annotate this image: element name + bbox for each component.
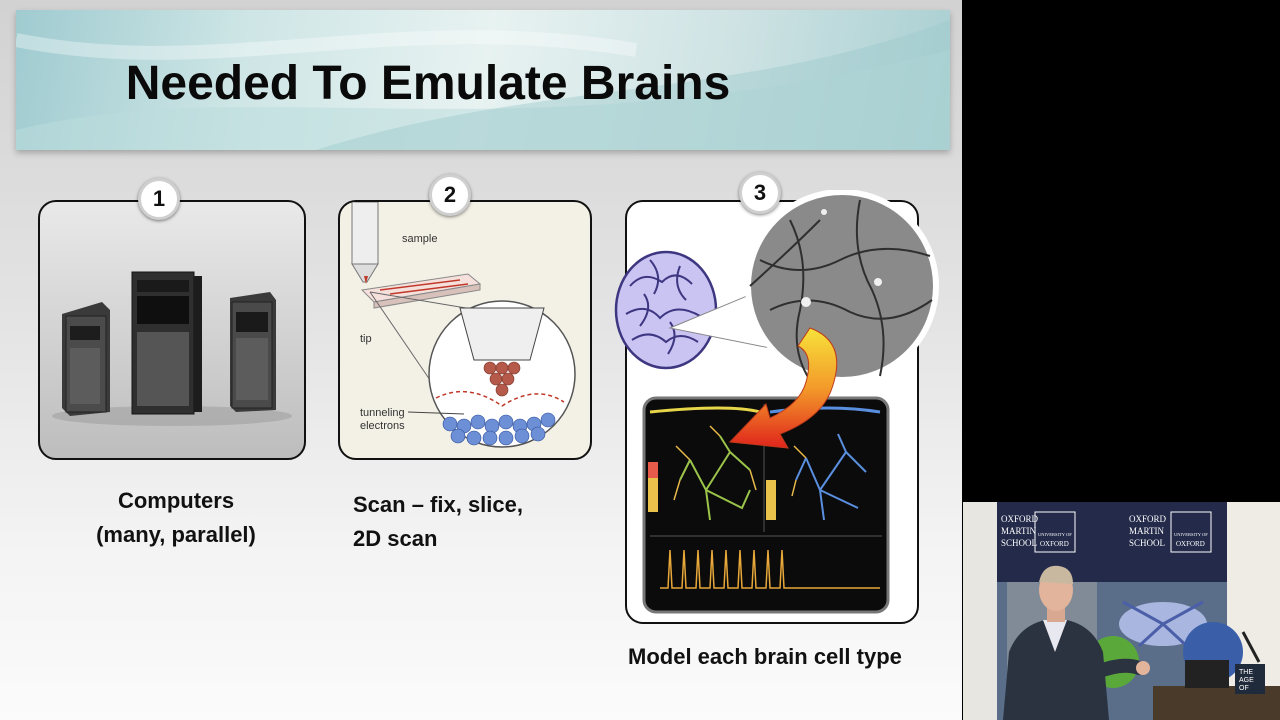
book-cover-line: OF (1239, 685, 1249, 692)
step-1-panel (38, 200, 306, 460)
step-2-badge: 2 (429, 174, 471, 216)
speaker-video-inset: THE AGE OF OXFORD MARTIN SCHOOL UNIVERSI… (963, 502, 1280, 720)
step-3-badge: 3 (739, 172, 781, 214)
book-cover-line: THE (1239, 669, 1253, 676)
brain-model-collage (614, 190, 939, 614)
server-towers-image (52, 271, 292, 426)
step-2-caption: Scan – fix, slice, 2D scan (353, 488, 573, 556)
slide-title: Needed To Emulate Brains (125, 57, 731, 110)
scanning-tunneling-diagram: sample tip tunneling electrons (351, 202, 576, 448)
logo-text: OXFORD (1176, 540, 1205, 548)
step-1-caption: Computers (many, parallel) (88, 484, 264, 552)
step-1-badge: 1 (138, 178, 180, 220)
title-banner: Needed To Emulate Brains (16, 10, 950, 150)
logo-text: SCHOOL (1129, 538, 1165, 548)
logo-text: OXFORD (1001, 514, 1039, 524)
step-2-panel: sample tip tunneling electrons (338, 200, 592, 460)
simulation-screen (642, 396, 890, 614)
step-1-caption-line: Computers (117, 488, 235, 513)
label-tip: tip (360, 333, 372, 345)
curved-arrow (728, 327, 838, 449)
book-cover (1235, 664, 1265, 694)
logo-text: SCHOOL (1001, 538, 1037, 548)
label-electrons: electrons (360, 420, 405, 432)
step-3-caption: Model each brain cell type (628, 640, 938, 674)
microphone (1241, 631, 1261, 663)
step-3-caption-line: Model each brain cell type (628, 644, 902, 669)
label-sample: sample (402, 233, 437, 245)
logo-text: OXFORD (1040, 540, 1069, 548)
step-2-caption-line: 2D scan (353, 526, 438, 551)
speaker-person (1003, 565, 1150, 720)
banner-swoosh-decoration (16, 20, 950, 150)
label-tunneling: tunneling (360, 407, 405, 419)
logo-text: UNIVERSITY OF (1174, 532, 1208, 537)
step-2-caption-line: Scan – fix, slice, (353, 492, 523, 517)
logo-text: MARTIN (1001, 526, 1036, 536)
book-cover-line: AGE (1239, 677, 1254, 684)
step-1-caption-line: (many, parallel) (96, 522, 256, 547)
brain-illustration (614, 250, 718, 370)
logo-text: MARTIN (1129, 526, 1164, 536)
speaker-video-frame: THE AGE OF OXFORD MARTIN SCHOOL UNIVERSI… (963, 502, 1280, 720)
logo-text: UNIVERSITY OF (1038, 532, 1072, 537)
logo-text: OXFORD (1129, 514, 1167, 524)
neuron-micrograph (745, 190, 939, 383)
presentation-slide: Needed To Emulate Brains 1 Computers (ma… (0, 0, 962, 720)
